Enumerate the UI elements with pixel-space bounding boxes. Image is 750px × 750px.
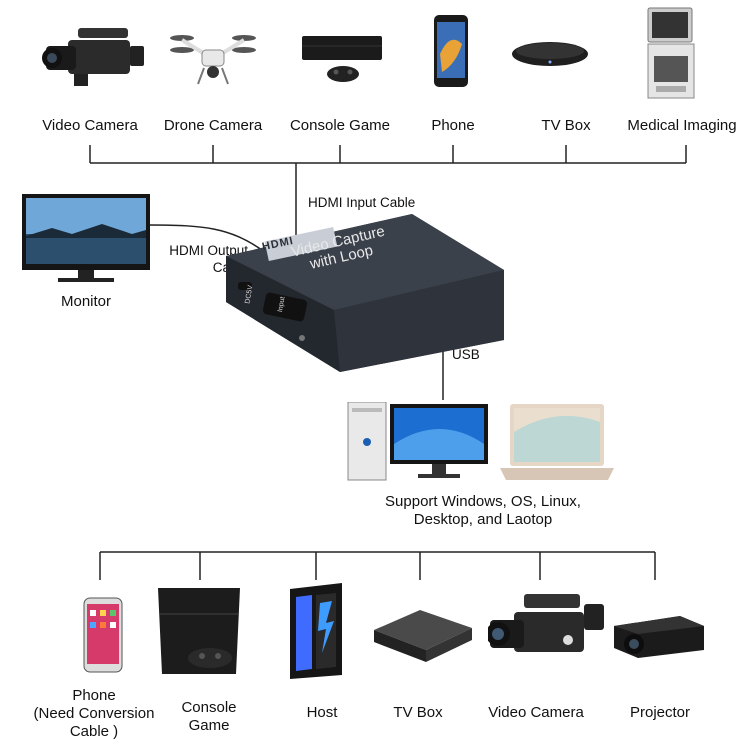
top-label-medical-imaging: Medical Imaging (627, 117, 737, 134)
top-label-drone-camera: Drone Camera (163, 117, 263, 134)
bottom-label-projector: Projector (629, 704, 691, 721)
game-console-icon (154, 584, 244, 682)
top-label-video-camera: Video Camera (42, 117, 138, 134)
monitor-icon (22, 194, 152, 286)
device-dc-port-label: DC5V (244, 284, 255, 305)
pc-support-label: Support Windows, OS, Linux, Desktop, and… (385, 493, 581, 528)
bottom-label-phone: Phone (Need Conversion Cable ) (33, 687, 155, 740)
desktop-monitor-icon (390, 404, 490, 484)
device-input-port-label: Input (276, 296, 287, 313)
usb-cable-label: USB (452, 347, 480, 362)
medical-imaging-icon (644, 6, 698, 102)
top-label-tv-box: TV Box (541, 117, 591, 134)
top-label-console-game: Console Game (289, 117, 391, 134)
monitor-label: Monitor (60, 293, 112, 310)
game-console-icon (300, 34, 385, 86)
smartphone-icon (82, 596, 124, 674)
bottom-label-host: Host (306, 704, 338, 721)
hdmi-input-cable-label: HDMI Input Cable (308, 195, 416, 210)
pc-host-icon (286, 583, 346, 679)
bottom-label-tv-box: TV Box (393, 704, 443, 721)
top-label-phone: Phone (431, 117, 475, 134)
tv-box-icon (510, 38, 590, 70)
laptop-icon (500, 402, 614, 484)
capture-card-icon (222, 210, 512, 380)
video-camera-icon (38, 24, 148, 94)
smartphone-icon (432, 14, 472, 90)
bottom-label-video-camera: Video Camera (488, 704, 584, 721)
tv-box-icon (364, 606, 476, 666)
projector-icon (610, 606, 708, 662)
desktop-tower-icon (346, 402, 390, 482)
video-camera-icon (488, 586, 612, 670)
bottom-label-console-game: Console Game (181, 699, 237, 734)
drone-icon (168, 28, 258, 88)
